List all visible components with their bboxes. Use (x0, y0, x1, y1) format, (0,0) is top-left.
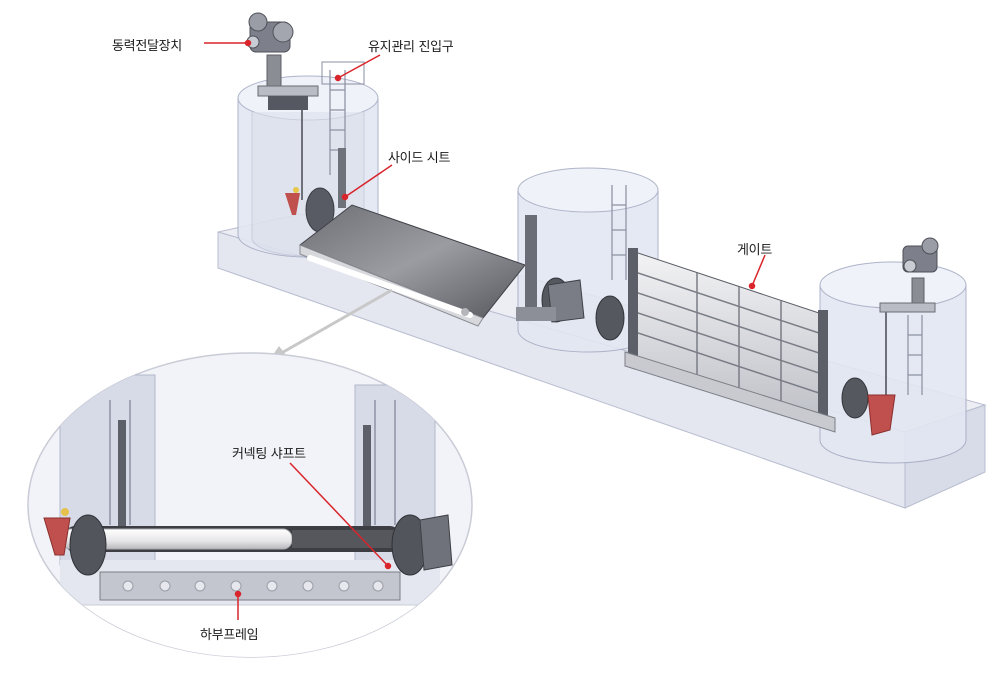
label-connecting-shaft: 커넥팅 샤프트 (232, 447, 306, 462)
detail-magnifier (27, 352, 473, 658)
gate (624, 248, 836, 433)
plate-section (298, 204, 526, 327)
label-side-seat: 사이드 시트 (388, 151, 451, 166)
label-maintenance-entrance: 유지관리 진입구 (368, 40, 454, 55)
middle-mechanism (516, 185, 627, 341)
label-lower-frame: 하부프레임 (200, 628, 259, 643)
right-chamber (819, 261, 967, 464)
label-gate: 게이트 (737, 243, 772, 258)
gear-actuator-icon (246, 12, 294, 53)
label-power-unit: 동력전달장치 (112, 39, 182, 54)
right-power-unit (841, 237, 939, 436)
left-power-unit (246, 12, 365, 233)
gear-actuator-icon (902, 237, 939, 273)
leader-lines (204, 39, 766, 620)
